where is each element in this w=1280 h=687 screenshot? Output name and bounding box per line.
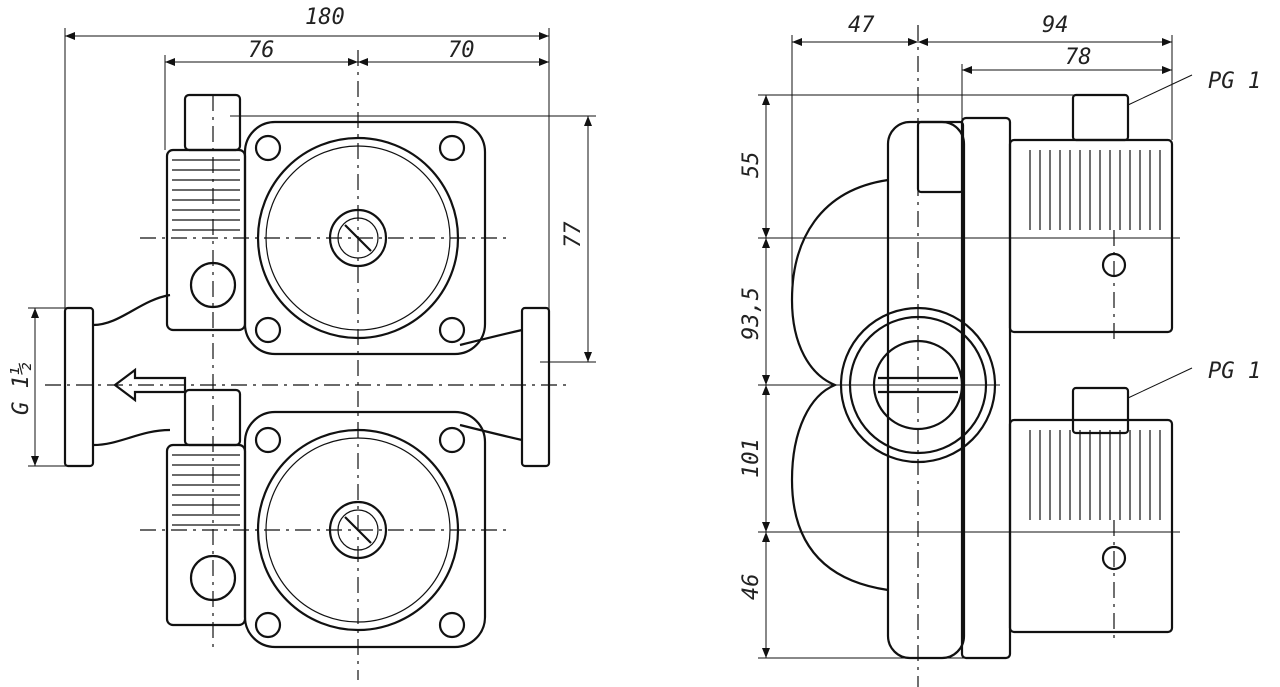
- svg-text:94: 94: [1042, 13, 1069, 38]
- svg-text:G 1½: G 1½: [9, 362, 34, 415]
- dimension-94: 94: [918, 13, 1173, 140]
- vertical-dimensions: 55 93,5 101 46: [739, 94, 1180, 659]
- svg-text:70: 70: [448, 38, 475, 63]
- svg-text:47: 47: [848, 13, 875, 38]
- dimension-180: 180: [64, 5, 550, 310]
- pump-head-top: [165, 93, 487, 356]
- svg-text:77: 77: [561, 221, 586, 248]
- svg-text:101: 101: [739, 438, 764, 478]
- svg-text:76: 76: [248, 38, 275, 63]
- motor-bottom: [1008, 386, 1174, 634]
- side-view: 47 94 78 55 93,5 101 46: [739, 13, 1261, 687]
- svg-text:93,5: 93,5: [739, 287, 764, 340]
- cable-gland-label-top: PG 1: [1208, 69, 1261, 94]
- pump-housing: [886, 120, 966, 660]
- dimension-thread: G 1½: [9, 307, 68, 467]
- outlet-flange: [520, 306, 551, 468]
- dimension-78: 78: [961, 45, 1172, 120]
- dimension-76: 76: [164, 38, 358, 150]
- front-view: 180 76 70 77 G 1½: [9, 5, 596, 680]
- pump-head-bottom: [165, 388, 487, 649]
- inlet-flange: [63, 306, 95, 468]
- dimension-47: 47: [791, 13, 918, 290]
- svg-text:55: 55: [739, 152, 764, 179]
- motor-top: [1008, 93, 1174, 334]
- motor-terminal-box: [165, 148, 247, 332]
- dimension-77: 77: [230, 115, 596, 363]
- cable-gland-label-bottom: PG 1: [1208, 359, 1261, 384]
- svg-text:46: 46: [739, 574, 764, 601]
- svg-text:180: 180: [305, 5, 345, 30]
- dimension-70: 70: [358, 38, 549, 66]
- svg-text:78: 78: [1065, 45, 1092, 70]
